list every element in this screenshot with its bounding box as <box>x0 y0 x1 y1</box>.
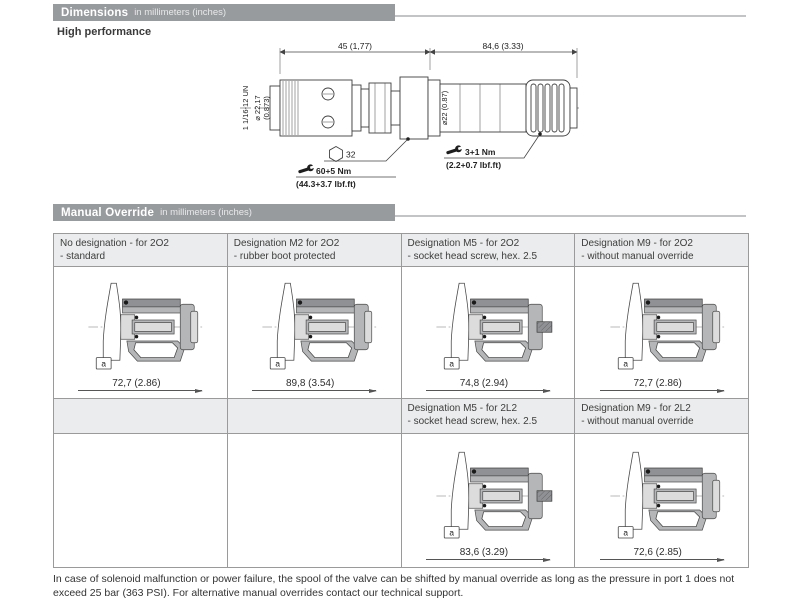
wrench-icon <box>446 145 464 155</box>
override-drawing-cell-standard: a 72,7 (2.86) <box>54 267 227 398</box>
dimension-label: 89,8 (3.54) <box>252 378 378 393</box>
dimensions-title: Dimensions <box>61 6 129 19</box>
dimension-label: 72,7 (2.86) <box>78 378 204 393</box>
override-header-m2: Designation M2 for 2O2 - rubber boot pro… <box>227 234 401 266</box>
dia-cartridge-mm: ⌀ 22,17 <box>253 95 262 120</box>
dim-cartridge-length: 45 (1,77) <box>338 41 372 51</box>
leader-dot <box>406 137 410 141</box>
leader-dot <box>538 132 542 136</box>
marker-a: a <box>449 358 454 368</box>
torque-cartridge-lbf: (44.3+3.7 lbf.ft) <box>296 179 356 189</box>
override-header-m9-2l2: Designation M9 - for 2L2 - without manua… <box>575 399 748 433</box>
marker-box <box>443 526 460 539</box>
override-table: No designation - for 2O2 - standard Desi… <box>53 233 749 568</box>
override-section-header: Manual Override in millimeters (inches) <box>53 204 395 221</box>
override-drawing: a <box>417 278 559 370</box>
valve-dimension-drawing: 45 (1,77) 84,6 (3.33) 1 1/16-12 UN ⌀ 22,… <box>240 41 581 189</box>
marker-box <box>617 357 634 370</box>
variant-label: High performance <box>57 26 152 38</box>
override-drawing: a <box>591 278 733 370</box>
thread-label: 1 1/16-12 UN <box>241 86 250 131</box>
override-header-m9-2o2: Designation M9 - for 2O2 - without manua… <box>575 234 748 266</box>
override-header-empty <box>227 399 401 433</box>
dia-tube: ⌀22 (0.87) <box>440 90 449 125</box>
marker-box <box>443 357 460 370</box>
override-header-empty <box>54 399 227 433</box>
wrench-icon <box>298 164 316 174</box>
override-drawing-cell-m5-2l2: a 83,6 (3.29) <box>401 434 575 567</box>
dim-solenoid-length: 84,6 (3.33) <box>482 41 523 51</box>
torque-cartridge-nm: 60+5 Nm <box>316 166 352 176</box>
torque-nut-nm: 3+1 Nm <box>465 147 496 157</box>
override-empty-cell <box>227 434 401 567</box>
override-header-m5-2l2: Designation M5 - for 2L2 - socket head s… <box>401 399 575 433</box>
dia-cartridge-in: (0.873) <box>262 96 271 120</box>
override-drawing: a <box>243 278 385 370</box>
override-drawing: a <box>417 447 559 539</box>
override-drawing: a <box>69 278 211 370</box>
hex-size-label: 32 <box>346 150 356 160</box>
footer-note: In case of solenoid malfunction or power… <box>53 573 735 599</box>
override-drawing-cell-m2: a 89,8 (3.54) <box>227 267 401 398</box>
override-drawing-cell-m9-2l2: a 72,6 (2.85) <box>575 434 748 567</box>
override-header-m5-2o2: Designation M5 - for 2O2 - socket head s… <box>401 234 575 266</box>
dimension-label: 72,6 (2.85) <box>599 547 725 562</box>
override-drawing: a <box>591 447 733 539</box>
dimension-label: 72,7 (2.86) <box>599 378 725 393</box>
marker-a: a <box>276 358 281 368</box>
marker-box <box>617 526 634 539</box>
marker-a: a <box>449 527 454 537</box>
dimensions-section-header: Dimensions in millimeters (inches) <box>53 4 395 21</box>
header-rule <box>395 215 746 217</box>
override-header-standard: No designation - for 2O2 - standard <box>54 234 227 266</box>
override-drawing-cell-m5-2o2: a 74,8 (2.94) <box>401 267 575 398</box>
override-units: in millimeters (inches) <box>160 207 252 218</box>
override-empty-cell <box>54 434 227 567</box>
override-drawing-cell-m9-2o2: a 72,7 (2.86) <box>575 267 748 398</box>
marker-box <box>269 357 286 370</box>
torque-nut-lbf: (2.2+0.7 lbf.ft) <box>446 160 501 170</box>
override-title: Manual Override <box>61 206 155 219</box>
marker-a: a <box>102 358 107 368</box>
header-rule <box>395 15 746 17</box>
dimension-label: 74,8 (2.94) <box>425 378 551 393</box>
marker-a: a <box>623 527 628 537</box>
marker-box <box>96 357 112 370</box>
hex-wrench-size-icon <box>329 145 343 163</box>
marker-a: a <box>623 358 628 368</box>
dimension-label: 83,6 (3.29) <box>425 547 551 562</box>
dimensions-units: in millimeters (inches) <box>134 7 227 18</box>
